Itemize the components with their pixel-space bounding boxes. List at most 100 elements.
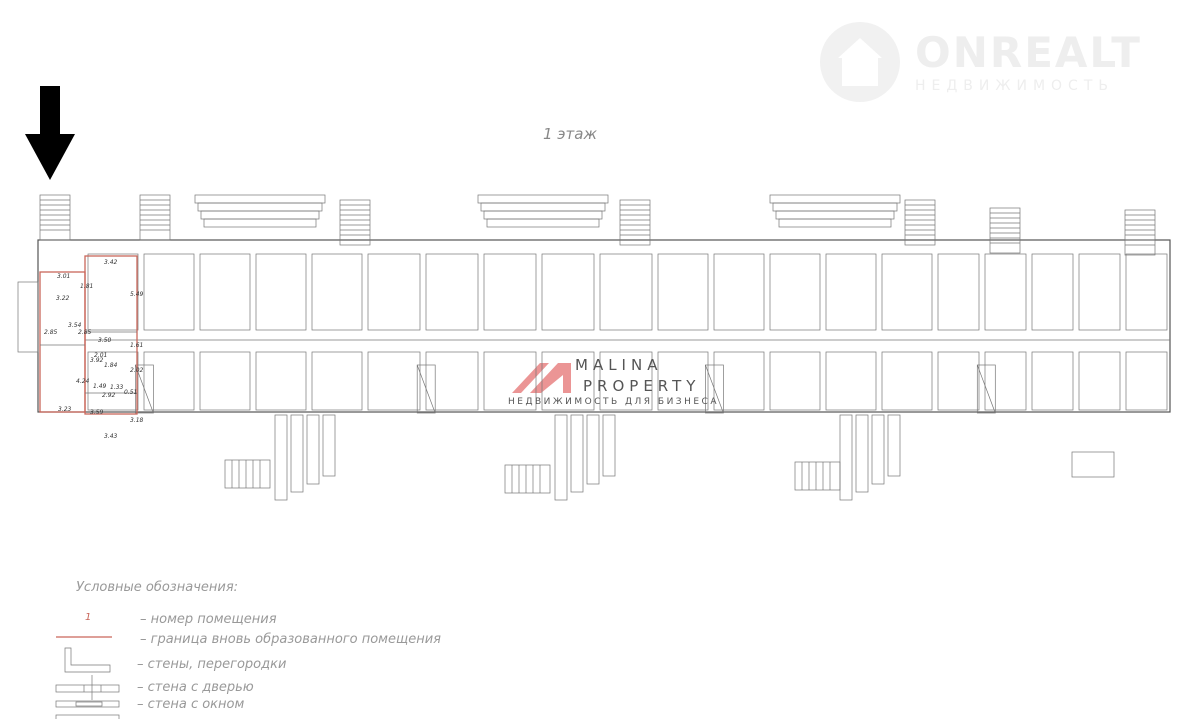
room [1125, 253, 1168, 331]
dimension-label: 3.50 [98, 337, 112, 344]
legend-item: – граница вновь образованного помещения [140, 632, 441, 647]
malina-logo-icon [512, 363, 571, 393]
ramp [586, 414, 600, 485]
room [769, 253, 821, 331]
dimension-label: 1.84 [104, 362, 118, 369]
stair [504, 464, 551, 494]
room [541, 351, 595, 411]
room [881, 351, 933, 411]
room [143, 351, 195, 411]
arrow-down-icon [25, 86, 75, 180]
room [713, 351, 765, 411]
dimension-label: 2.02 [130, 367, 144, 374]
onrealt-watermark-sub: НЕДВИЖИМОСТЬ [915, 78, 1114, 94]
room [1125, 351, 1168, 411]
dimension-label: 3.43 [104, 433, 118, 440]
dimension-label: 2.85 [78, 329, 92, 336]
room [599, 253, 653, 331]
dimension-label: 0.51 [124, 389, 137, 396]
partition [705, 364, 724, 414]
malina-watermark-2: PROPERTY [583, 377, 701, 395]
legend-item: – стена с окном [137, 697, 245, 712]
room [1078, 351, 1121, 411]
onrealt-logo-icon [820, 22, 900, 102]
dimension-label: 3.23 [58, 406, 72, 413]
entrance [1071, 451, 1115, 478]
dimension-label: 1.81 [80, 283, 93, 290]
dimension-label: 2.92 [102, 392, 116, 399]
dimension-label: 4.24 [76, 378, 90, 385]
partition [135, 364, 154, 414]
room [1031, 253, 1074, 331]
elevator [705, 364, 724, 414]
ramp [772, 202, 898, 212]
room [87, 253, 139, 331]
elevator [416, 364, 436, 414]
room [311, 351, 363, 411]
room [143, 253, 195, 331]
dimension-label: 3.18 [130, 417, 144, 424]
room [199, 351, 251, 411]
room [881, 253, 933, 331]
room [425, 253, 479, 331]
stair [139, 194, 171, 241]
ramp [570, 414, 584, 493]
ramp [194, 194, 326, 204]
room [713, 253, 765, 331]
room [657, 351, 709, 411]
dimension-label: 5.49 [130, 291, 144, 298]
ramp [887, 414, 901, 477]
legend-item: – номер помещения [140, 612, 277, 627]
new-room-boundary [84, 255, 138, 415]
ramp [483, 210, 603, 220]
stair [794, 461, 841, 491]
ramp [203, 218, 317, 228]
dimension-label: 3.92 [90, 357, 104, 364]
room [87, 351, 139, 411]
room [199, 253, 251, 331]
ramp [839, 414, 853, 501]
room [1078, 253, 1121, 331]
stair [619, 199, 651, 246]
stair [339, 199, 371, 246]
malina-watermark-1: MALINA [575, 356, 663, 374]
elevator [976, 364, 996, 414]
ramp [769, 194, 901, 204]
ramp [871, 414, 885, 485]
elevator [135, 364, 154, 414]
room [425, 351, 479, 411]
stair [39, 194, 71, 241]
stair [989, 207, 1021, 254]
dimension-label: 2.01 [94, 352, 107, 359]
legend-item: – стены, перегородки [137, 657, 287, 672]
ramp [200, 210, 320, 220]
legend-item: – стена с дверью [137, 680, 254, 695]
ramp [274, 414, 288, 501]
dimension-label: 1.61 [130, 342, 143, 349]
ramp [554, 414, 568, 501]
dimension-label: 3.22 [56, 295, 70, 302]
stair [904, 199, 936, 246]
ramp [602, 414, 616, 477]
room [541, 253, 595, 331]
room [825, 351, 877, 411]
room [367, 253, 421, 331]
dimension-label: 1.49 [93, 383, 107, 390]
stair [1124, 209, 1156, 256]
stair [224, 459, 271, 489]
ramp [306, 414, 320, 485]
legend-room-number: 1 [85, 612, 92, 623]
room [937, 253, 980, 331]
floor-title: 1 этаж [543, 125, 597, 143]
partition [416, 364, 436, 414]
dimension-label: 3.54 [68, 322, 82, 329]
room [599, 351, 653, 411]
onrealt-watermark: ONREALT [915, 28, 1142, 77]
ramp [855, 414, 869, 493]
room [1031, 351, 1074, 411]
dimension-label: 3.01 [57, 273, 70, 280]
room [311, 253, 363, 331]
room [984, 351, 1027, 411]
room [937, 351, 980, 411]
